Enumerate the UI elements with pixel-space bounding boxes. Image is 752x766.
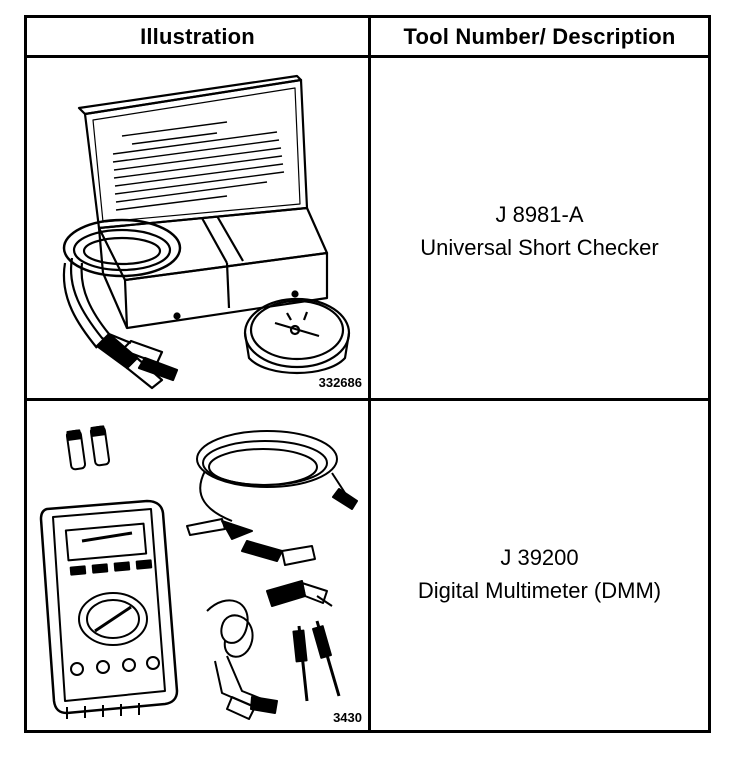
header-illustration: Illustration bbox=[140, 23, 255, 49]
tool-number: J 39200 bbox=[500, 545, 579, 570]
short-checker-description-cell: J 8981-A Universal Short Checker bbox=[371, 58, 708, 398]
header-tool-description: Tool Number/ Description bbox=[403, 23, 676, 49]
header-divider bbox=[27, 55, 708, 58]
dmm-description-cell: J 39200 Digital Multimeter (DMM) bbox=[371, 401, 708, 733]
column-divider bbox=[368, 18, 371, 730]
tool-table: Illustration Tool Number/ Description bbox=[24, 15, 711, 733]
digital-multimeter-kit-illustration bbox=[39, 425, 358, 720]
figure-number: 332686 bbox=[318, 375, 362, 390]
short-checker-kit-illustration bbox=[62, 74, 351, 390]
tool-number: J 8981-A bbox=[495, 202, 584, 227]
row-divider bbox=[27, 398, 708, 401]
short-checker-illustration-cell: 332686 bbox=[27, 58, 368, 398]
tool-description: Universal Short Checker bbox=[420, 235, 659, 260]
dmm-illustration-cell: 3430 bbox=[27, 401, 368, 733]
figure-number: 3430 bbox=[333, 710, 362, 725]
tool-description: Digital Multimeter (DMM) bbox=[417, 578, 662, 603]
